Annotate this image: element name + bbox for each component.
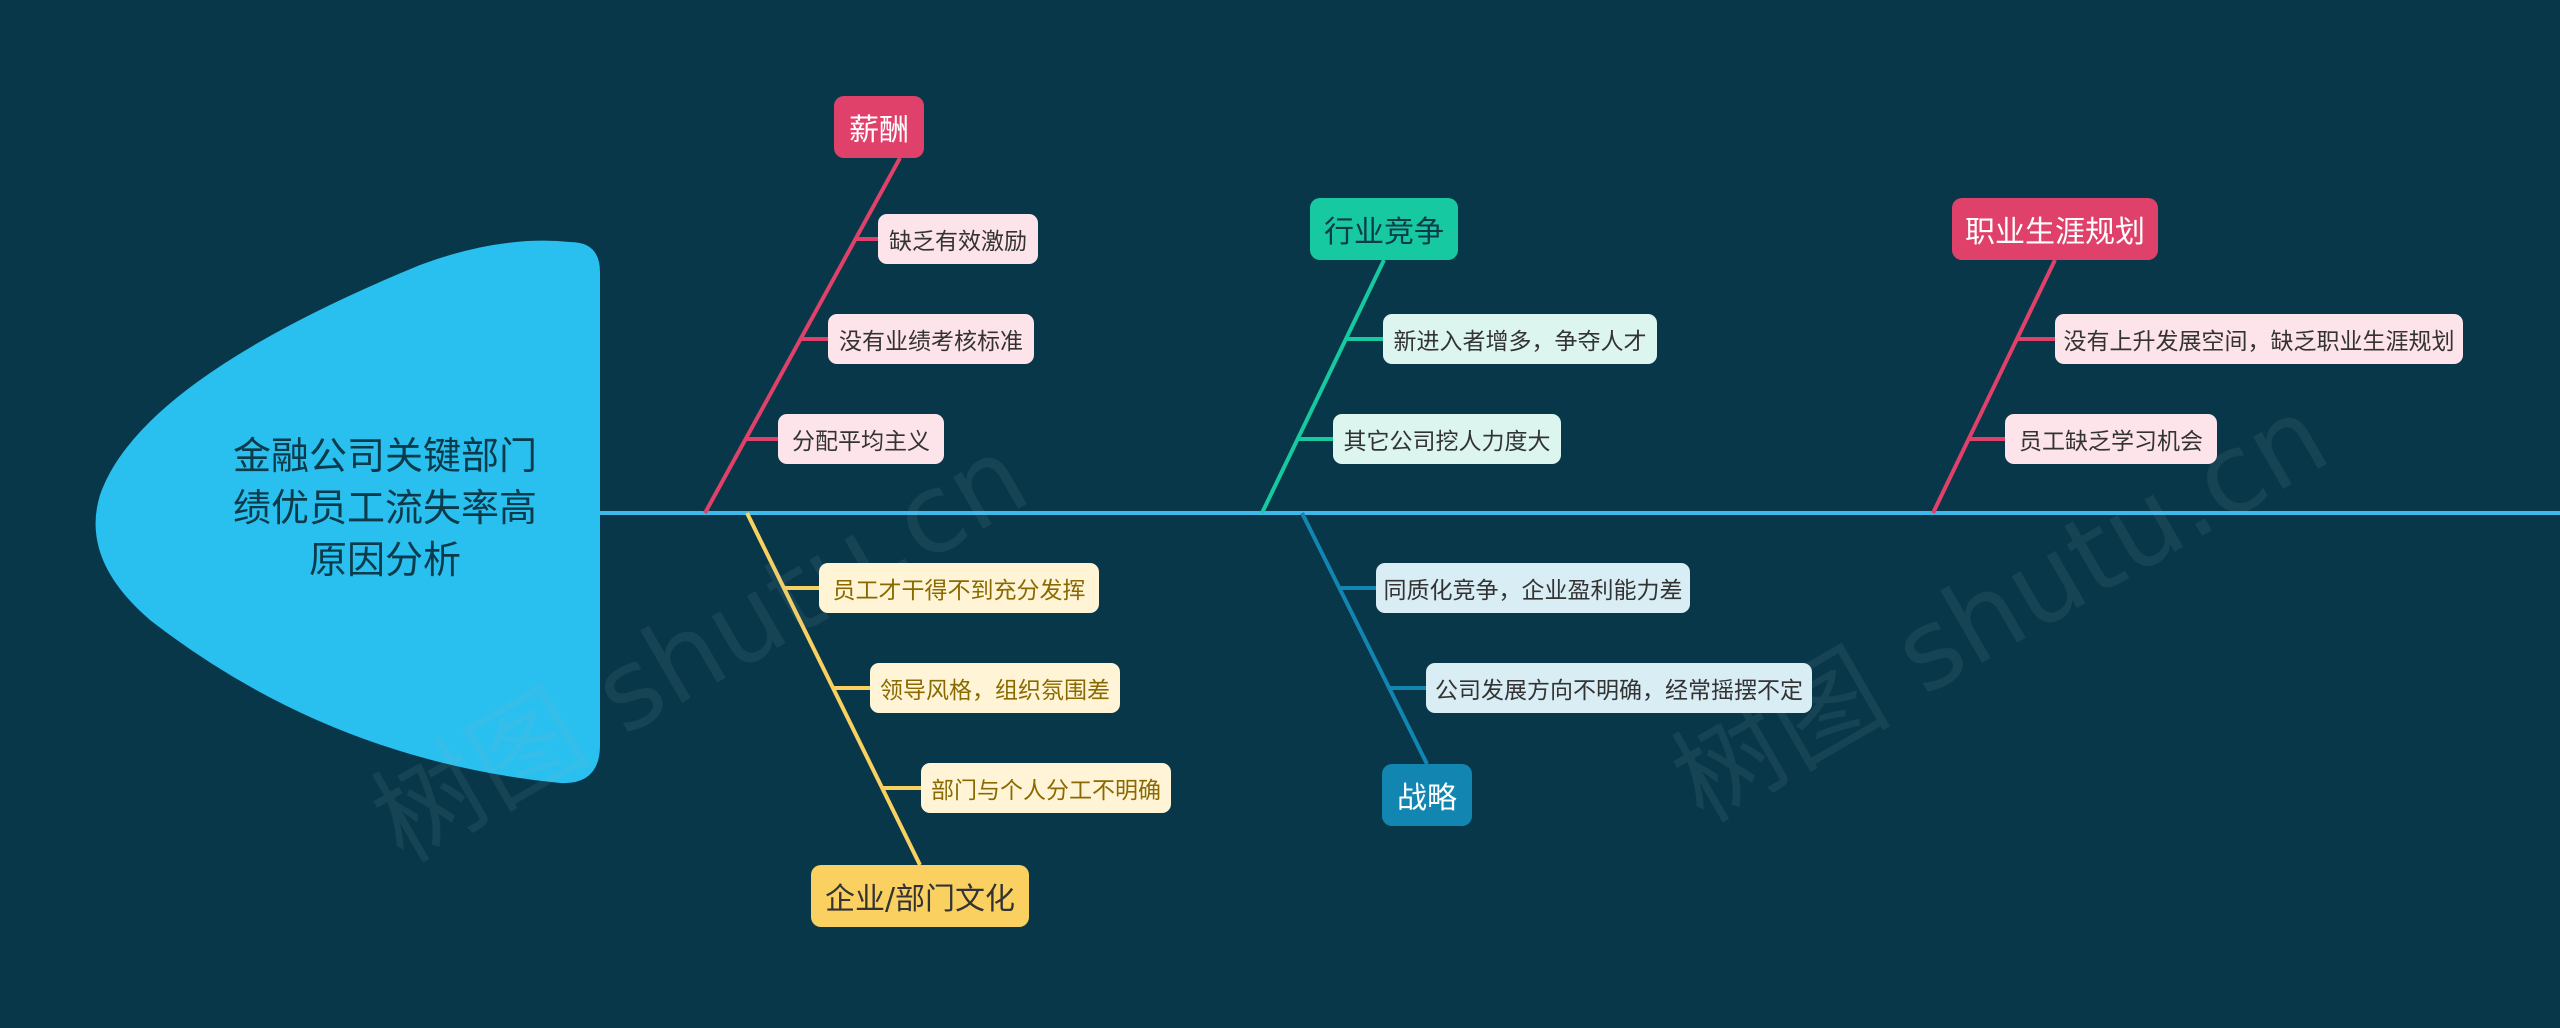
cause-item[interactable]: 部门与个人分工不明确 [921,763,1171,813]
branch-line [1260,259,1386,514]
cause-item[interactable]: 没有业绩考核标准 [828,314,1034,364]
branch-line [703,157,902,514]
category-culture[interactable]: 企业/部门文化 [811,865,1029,927]
cause-item[interactable]: 新进入者增多，争夺人才 [1383,314,1657,364]
title-line-3: 原因分析 [308,538,461,582]
category-salary[interactable]: 薪酬 [834,96,924,158]
title-line-1: 金融公司关键部门 [232,434,537,478]
cause-item[interactable]: 缺乏有效激励 [878,214,1038,264]
cause-item[interactable]: 公司发展方向不明确，经常摇摆不定 [1426,663,1812,713]
fish-head [95,240,601,784]
category-competition[interactable]: 行业竞争 [1310,198,1458,260]
title-line-2: 绩优员工流失率高 [232,486,537,530]
branch-line [1931,259,2057,514]
cause-item[interactable]: 分配平均主义 [778,414,944,464]
cause-item[interactable]: 员工才干得不到充分发挥 [819,563,1099,613]
cause-item[interactable]: 领导风格，组织氛围差 [870,663,1120,713]
cause-item[interactable]: 其它公司挖人力度大 [1333,414,1561,464]
cause-item[interactable]: 没有上升发展空间，缺乏职业生涯规划 [2055,314,2463,364]
category-strategy[interactable]: 战略 [1382,764,1472,826]
branch-line [1300,512,1429,765]
cause-item[interactable]: 同质化竞争，企业盈利能力差 [1376,563,1690,613]
diagram-title: 金融公司关键部门 绩优员工流失率高 原因分析 [200,430,570,586]
category-career[interactable]: 职业生涯规划 [1952,198,2158,260]
cause-item[interactable]: 员工缺乏学习机会 [2005,414,2217,464]
